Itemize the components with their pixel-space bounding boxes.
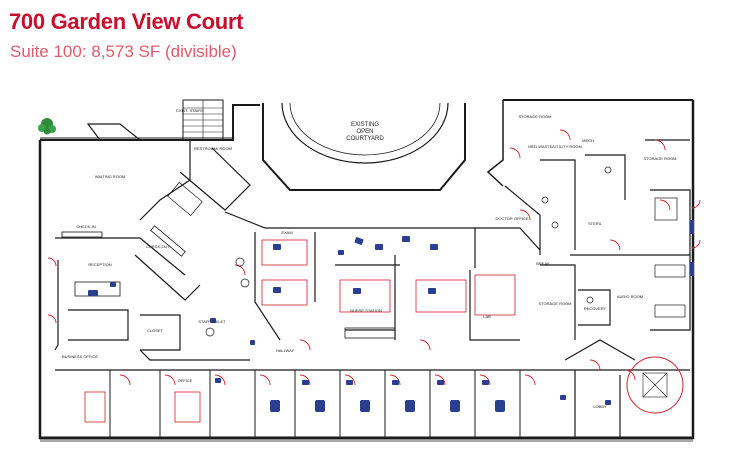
office-row <box>109 370 521 438</box>
room-label-storage-top: STORAGE ROOM <box>518 114 551 119</box>
stairs <box>182 99 224 141</box>
room-label-checkout: CHECK-OUT <box>146 244 170 249</box>
round-room <box>626 356 684 414</box>
reception-desk <box>61 225 396 339</box>
tree-icon <box>38 118 56 135</box>
fixtures <box>167 166 686 337</box>
page-title: 700 Garden View Court <box>9 9 244 34</box>
room-label-closet: CLOSET <box>147 328 164 333</box>
exam-rooms <box>84 239 516 423</box>
room-label-audio: AUDIO ROOM <box>617 294 643 299</box>
room-label-storage-right: STORAGE ROOM <box>643 156 676 161</box>
room-label-business: BUSINESS OFFICE <box>62 354 98 359</box>
room-label-doctor-office: DOCTOR OFFICE <box>495 216 528 221</box>
room-label-reception: RECEPTION <box>88 262 111 267</box>
courtyard <box>262 102 466 191</box>
suite-subtitle: Suite 100: 8,573 SF (divisible) <box>10 42 237 61</box>
courtyard-label-1: EXISTING <box>351 122 379 128</box>
room-label-storage-mid: STORAGE ROOM <box>538 301 571 306</box>
exterior-walls <box>38 99 695 442</box>
room-label-check-in: CHECK-IN <box>76 224 95 229</box>
room-label-exam: EXAM <box>281 230 292 235</box>
room-label-break: BREAK <box>536 261 550 266</box>
room-label-steril: STERIL <box>588 221 603 226</box>
room-label-lab: LAB <box>483 314 491 319</box>
room-label-mech: MECH <box>582 138 594 143</box>
room-label-recovery: RECOVERY <box>584 306 607 311</box>
room-label-office: OFFICE <box>178 378 193 383</box>
room-label-restroom-top: RESTROOM/ ROOM <box>194 146 232 151</box>
room-label-stairs: EXIST. STAIRS <box>176 108 204 113</box>
room-label-med-waste: MED WASTE/UTILITY ROOM <box>528 144 582 149</box>
doors <box>47 129 701 386</box>
courtyard-label-3: COURTYARD <box>346 136 384 142</box>
courtyard-label-2: OPEN <box>356 129 373 135</box>
room-label-nurse: NURSE STATION <box>350 308 382 313</box>
chairs <box>88 220 694 412</box>
room-label-waiting: WAITING ROOM <box>95 174 126 179</box>
interior-walls <box>54 139 691 438</box>
room-label-hallway: HALLWAY <box>276 348 295 353</box>
room-label-lobby: LOBBY <box>593 404 607 409</box>
room-label-staff-toilet: STAFF TOILET <box>198 319 226 324</box>
